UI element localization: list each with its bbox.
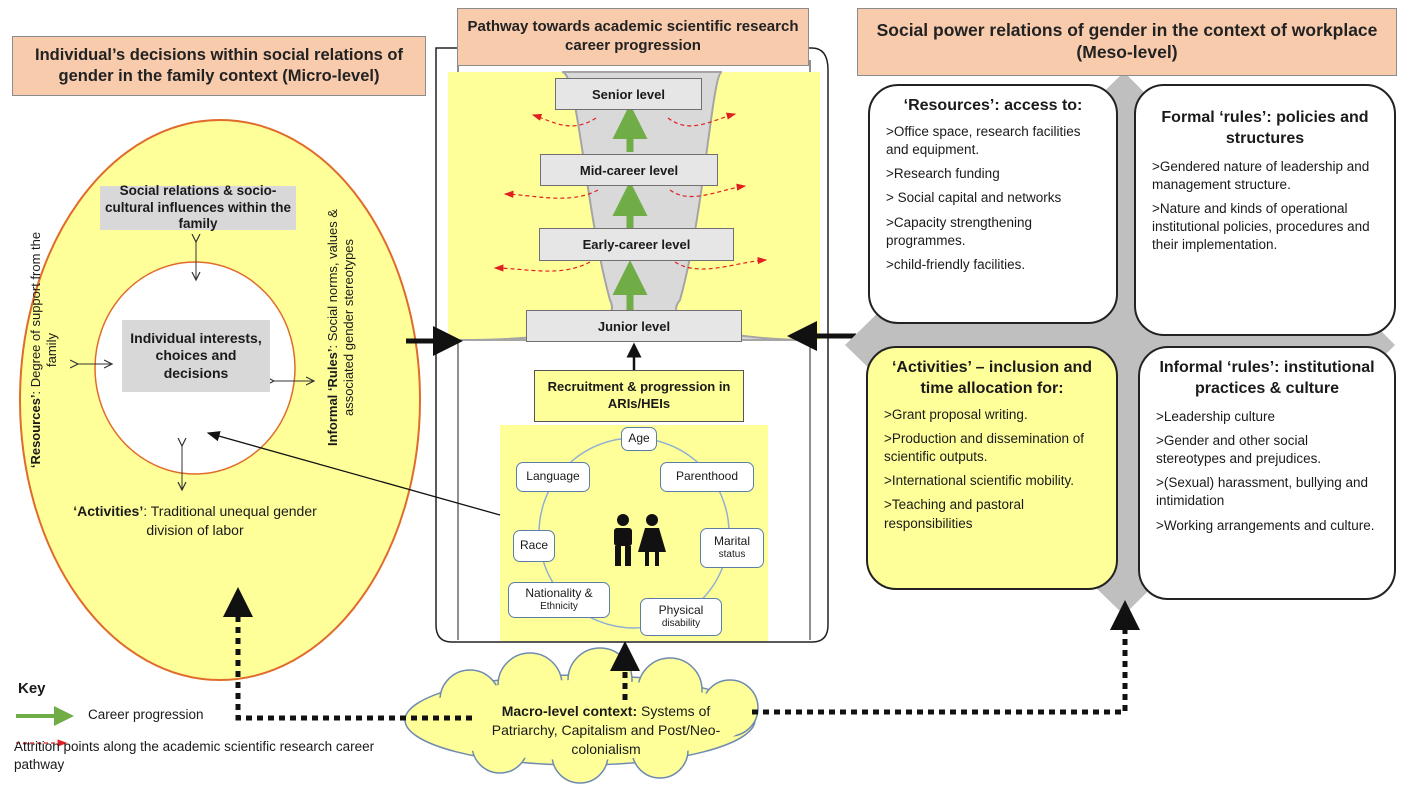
micro-activities-rest: : Traditional unequal gender division of… bbox=[143, 503, 317, 538]
macro-context-bold: Macro-level context: bbox=[501, 703, 638, 719]
mid-career-level-box: Mid-career level bbox=[540, 154, 718, 186]
macro-context-text: Macro-level context: Systems of Patriarc… bbox=[470, 702, 742, 759]
tag-language: Language bbox=[516, 462, 590, 492]
junior-level-box: Junior level bbox=[526, 310, 742, 342]
meso-activities-item: >Production and dissemination of scienti… bbox=[884, 430, 1085, 465]
meso-resources-item: >Research funding bbox=[886, 166, 1000, 182]
social-relations-box: Social relations & socio-cultural influe… bbox=[100, 183, 296, 231]
meso-activities-item: >Teaching and pastoral responsibilities bbox=[884, 497, 1024, 531]
meso-informal-rules-card: Informal ‘rules’: institutional practice… bbox=[1138, 346, 1396, 600]
individual-decisions-box: Individual interests, choices and decisi… bbox=[122, 320, 270, 392]
meso-informal-item: >Working arrangements and culture. bbox=[1156, 517, 1375, 533]
meso-resources-item: >child-friendly facilities. bbox=[886, 257, 1026, 273]
micro-rules-q: Informal ‘Rules’ bbox=[325, 348, 340, 446]
micro-resources-label: ‘Resources’: Degree of support from the … bbox=[28, 220, 66, 480]
pathway-header: Pathway towards academic scientific rese… bbox=[457, 8, 809, 66]
meso-formal-item: >Nature and kinds of operational institu… bbox=[1152, 201, 1370, 253]
key-title: Key bbox=[18, 680, 46, 697]
tag-race: Race bbox=[513, 530, 555, 562]
tag-language-label: Language bbox=[526, 469, 580, 484]
people-icon bbox=[614, 514, 666, 566]
meso-formal-title: Formal ‘rules’: policies and structures bbox=[1161, 109, 1369, 147]
meso-informal-title: Informal ‘rules’: institutional practice… bbox=[1159, 359, 1375, 397]
tag-nationality-label: Nationality & bbox=[525, 586, 593, 601]
meso-resources-item: >Office space, research facilities and e… bbox=[886, 123, 1081, 158]
early-career-level-box: Early-career level bbox=[539, 228, 734, 261]
meso-activities-item: >International scientific mobility. bbox=[884, 473, 1074, 489]
tag-physical-label: Physical bbox=[658, 603, 704, 618]
tag-parenthood-label: Parenthood bbox=[675, 469, 739, 484]
meso-activities-title: ‘Activities’ – inclusion and time alloca… bbox=[891, 359, 1093, 397]
meso-activities-card: ‘Activities’ – inclusion and time alloca… bbox=[866, 346, 1118, 590]
micro-resources-q: ‘Resources’ bbox=[28, 394, 43, 469]
tag-disability-label: disability bbox=[661, 618, 701, 630]
recruitment-box: Recruitment & progression in ARIs/HEIs bbox=[534, 370, 744, 422]
tag-age: Age bbox=[621, 427, 657, 451]
senior-level-box: Senior level bbox=[555, 78, 702, 110]
meso-resources-title: ‘Resources’: access to: bbox=[903, 97, 1083, 114]
tag-age-label: Age bbox=[628, 431, 650, 446]
meso-informal-item: >Leadership culture bbox=[1156, 408, 1275, 424]
micro-resources-rest: : Degree of support from the family bbox=[28, 231, 60, 395]
meso-activities-item: >Grant proposal writing. bbox=[884, 406, 1028, 422]
meso-formal-item: >Gendered nature of leadership and manag… bbox=[1152, 158, 1370, 192]
meso-resources-item: > Social capital and networks bbox=[886, 190, 1062, 206]
meso-header: Social power relations of gender in the … bbox=[857, 8, 1397, 76]
meso-informal-item: >Gender and other social stereotypes and… bbox=[1156, 432, 1322, 467]
micro-activities-label: ‘Activities’: Traditional unequal gender… bbox=[70, 502, 320, 540]
tag-ethnicity-label: Ethnicity bbox=[540, 601, 578, 613]
tag-parenthood: Parenthood bbox=[660, 462, 754, 492]
key-career-progression: Career progression bbox=[88, 707, 204, 722]
micro-header: Individual’s decisions within social rel… bbox=[12, 36, 426, 96]
key-attrition-points: Attrition points along the academic scie… bbox=[14, 739, 375, 773]
micro-rules-label: Informal ‘Rules’: Social norms, values &… bbox=[325, 185, 385, 470]
meso-resources-item: >Capacity strengthening programmes. bbox=[886, 214, 1032, 248]
tag-nationality-ethnicity: Nationality &Ethnicity bbox=[508, 582, 610, 618]
tag-race-label: Race bbox=[519, 538, 548, 553]
tag-marital-label: Marital bbox=[713, 534, 750, 549]
meso-informal-item: >(Sexual) harassment, bullying and intim… bbox=[1156, 475, 1368, 509]
meso-resources-card: ‘Resources’: access to: >Office space, r… bbox=[868, 84, 1118, 324]
micro-activities-q: ‘Activities’ bbox=[73, 503, 144, 519]
macro-context-rest: Systems of Patriarchy, Capitalism and Po… bbox=[491, 703, 721, 757]
tag-status-label: status bbox=[718, 549, 746, 561]
meso-formal-rules-card: Formal ‘rules’: policies and structures … bbox=[1134, 84, 1396, 336]
